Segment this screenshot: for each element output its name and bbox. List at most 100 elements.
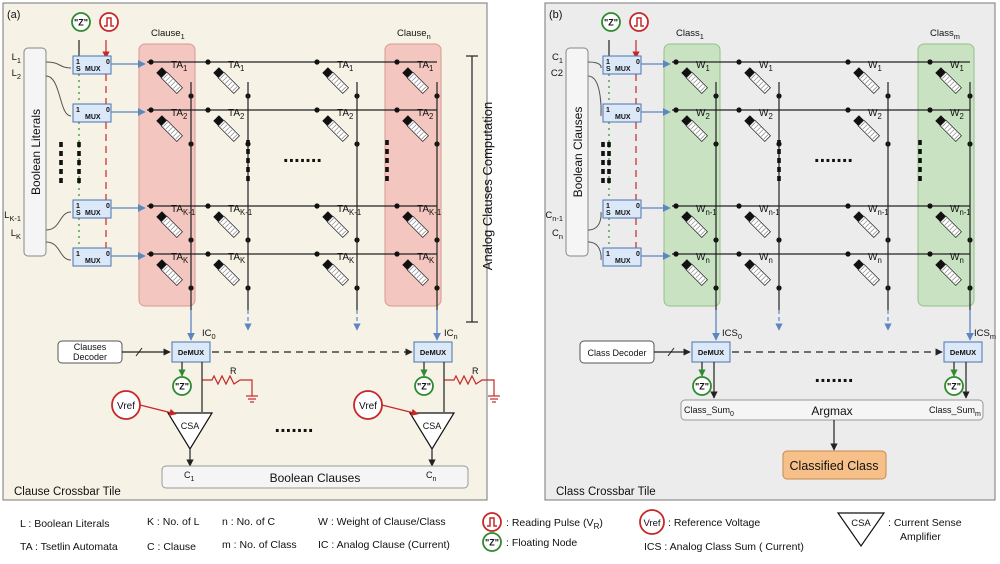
cell-stripe xyxy=(860,74,865,79)
cell-stripe xyxy=(860,266,865,271)
legend-n: n : No. of C xyxy=(222,516,276,528)
cell-stripe xyxy=(341,134,347,140)
legend-pulse-icon xyxy=(482,512,502,532)
cell-stripe xyxy=(872,86,878,92)
col-ellipsis-1 xyxy=(246,176,250,181)
side-input-label: Boolean Clauses xyxy=(571,107,585,198)
cell-stripe xyxy=(175,134,181,140)
cell-label: W2 xyxy=(696,108,710,121)
mux-ellipsis xyxy=(77,151,81,156)
mux-2-label: MUX xyxy=(85,210,101,217)
legend-csa-icon-label: CSA xyxy=(851,518,871,529)
legend-vref-icon xyxy=(639,509,665,535)
crossbar-cell-1-3 xyxy=(935,115,963,143)
csa-0 xyxy=(166,412,214,451)
cell-stripe xyxy=(693,79,698,84)
cell-stripe xyxy=(860,218,865,223)
cell-stripe xyxy=(222,76,228,82)
cell-stripe xyxy=(949,225,955,231)
output-cn: Cn xyxy=(426,470,437,483)
cell-label: Wn-1 xyxy=(950,204,971,217)
row-dot xyxy=(314,59,320,65)
row-dot xyxy=(205,107,211,113)
cell-cap xyxy=(744,115,755,126)
crossbar-cell-1-1 xyxy=(744,115,772,143)
cell-body xyxy=(939,215,963,239)
cell-stripe xyxy=(172,131,178,137)
cell-stripe xyxy=(416,273,422,279)
input-ellipsis xyxy=(601,142,605,147)
row-dot xyxy=(394,251,400,257)
cell-stripe xyxy=(175,86,181,92)
input-curve-3 xyxy=(45,241,72,261)
col-ellipsis-2 xyxy=(918,158,922,163)
crossbar-cell-2-2 xyxy=(322,211,350,239)
cell-body xyxy=(939,263,963,287)
resistor-label-1: R xyxy=(472,366,479,376)
cell-stripe xyxy=(229,275,235,281)
cell-stripe xyxy=(163,266,168,271)
row-dot xyxy=(927,251,933,257)
cell-cap xyxy=(213,67,224,78)
cell-stripe xyxy=(163,74,168,79)
crossbar-cell-3-0 xyxy=(681,259,709,287)
cell-stripe xyxy=(172,83,178,89)
row-dot xyxy=(927,203,933,209)
cell-label: Wn xyxy=(759,252,773,265)
row-dot xyxy=(927,59,933,65)
cell-stripe xyxy=(170,225,176,231)
cell-stripe xyxy=(944,268,950,274)
cell-stripe xyxy=(865,271,870,276)
row-dot xyxy=(736,107,742,113)
cell-cap xyxy=(744,259,755,270)
cell-stripe xyxy=(331,268,337,274)
input-curve-2 xyxy=(45,211,72,231)
vertical-label: Analog Clauses Computation xyxy=(480,102,495,270)
mux-1-label: MUX xyxy=(85,114,101,121)
cell-stripe xyxy=(865,127,870,132)
cell-stripe xyxy=(867,273,873,279)
cell-cap xyxy=(853,67,864,78)
mux-2-s: S xyxy=(76,210,81,217)
top-pulse-node xyxy=(629,12,649,32)
input-ellipsis xyxy=(601,169,605,174)
row-dot xyxy=(394,203,400,209)
demux-output-label-0: ICS0 xyxy=(722,328,742,341)
cell-stripe xyxy=(232,134,238,140)
cell-stripe xyxy=(944,76,950,82)
mux-2-one: 1 xyxy=(76,203,80,210)
cell-label: W1 xyxy=(759,60,773,73)
cell-stripe xyxy=(418,275,424,281)
cell-stripe xyxy=(942,266,947,271)
cell-stripe xyxy=(688,74,693,79)
cell-cap xyxy=(935,259,946,270)
cell-stripe xyxy=(865,79,870,84)
demux-z-node-0-text: "Z" xyxy=(175,382,189,392)
cell-body xyxy=(217,71,241,95)
col-ellipsis-1 xyxy=(777,158,781,163)
col-ellipsis-1 xyxy=(777,176,781,181)
cell-stripe xyxy=(414,223,419,228)
input-label-1: L2 xyxy=(12,68,21,81)
legend-pulse-icon-symbol xyxy=(487,517,497,527)
input-ellipsis xyxy=(601,178,605,183)
cell-stripe xyxy=(334,223,339,228)
row-dot xyxy=(314,107,320,113)
input-label-2: LK-1 xyxy=(4,210,21,223)
cell-stripe xyxy=(872,134,878,140)
cell-label: Wn xyxy=(950,252,964,265)
cell-stripe xyxy=(165,76,171,82)
mux-1-label: MUX xyxy=(615,114,631,121)
crossbar-cell-1-3 xyxy=(402,115,430,143)
cell-stripe xyxy=(336,225,342,231)
cell-label: TA1 xyxy=(228,60,244,73)
crossbar-cell-3-0 xyxy=(156,259,184,287)
cell-body xyxy=(326,119,350,143)
input-curve-2 xyxy=(587,211,602,231)
cell-label: W1 xyxy=(696,60,710,73)
cell-stripe xyxy=(693,223,698,228)
input-ellipsis xyxy=(59,142,63,147)
cell-stripe xyxy=(944,124,950,130)
mux-ellipsis xyxy=(607,160,611,165)
